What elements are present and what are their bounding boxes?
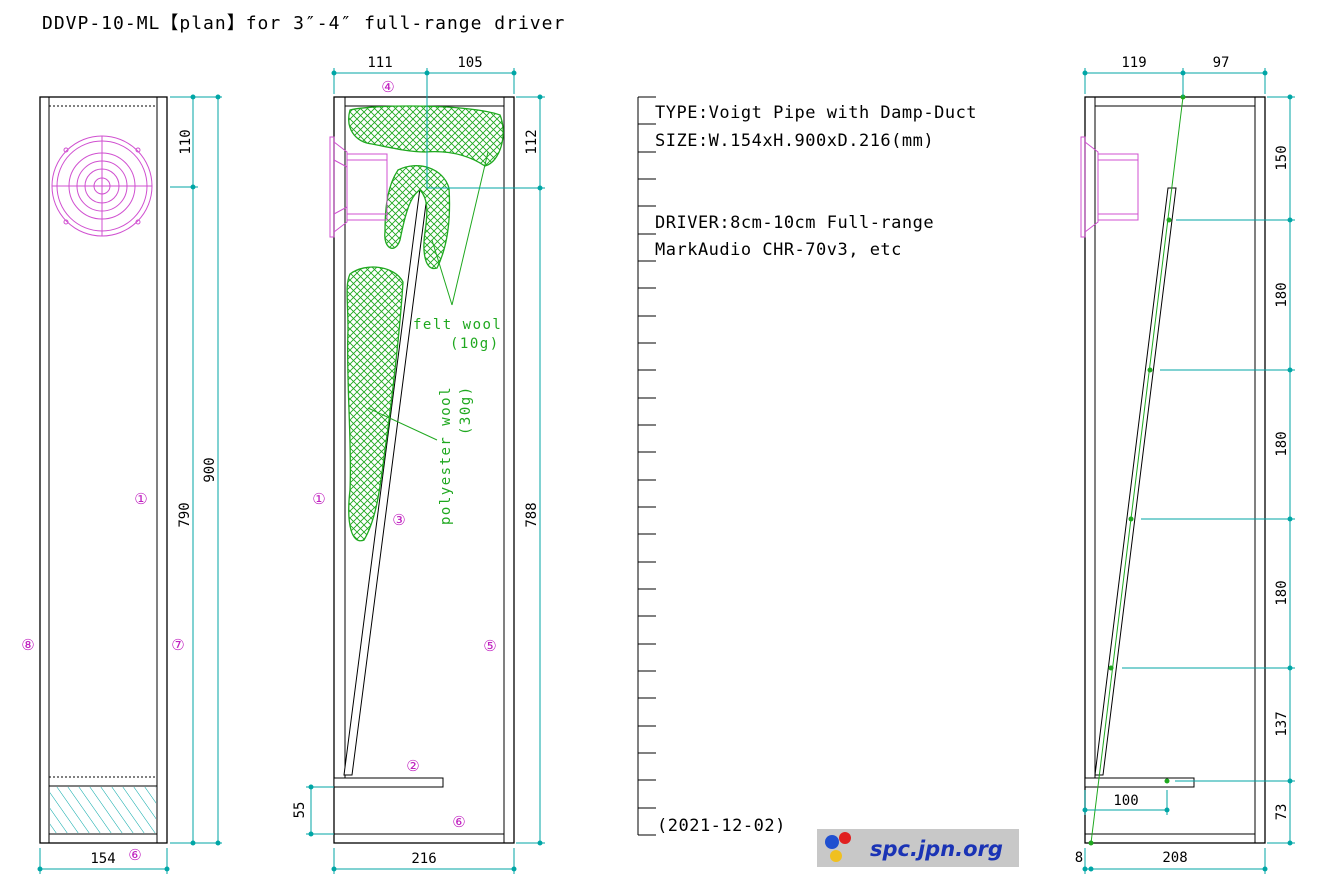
duct-shelf-board [1084,777,1195,788]
front-part-7: ⑦ [171,636,184,654]
front-driver-icon [51,135,153,237]
duct-centerline-points [1088,94,1186,846]
side-dim-111: 111 [367,55,392,71]
front-dim-154: 154 [90,851,115,867]
duct-dim-180-b: 180 [1274,431,1290,456]
front-dimension-lines [37,94,222,874]
spec-driver-model: MarkAudio CHR-70v3, etc [655,240,902,260]
duct-dim-8: 8 [1075,850,1083,866]
side-dim-788: 788 [524,502,540,527]
side-dim-105: 105 [457,55,482,71]
duct-dimension-lines [1082,68,1295,874]
side-part-2: ② [406,757,419,775]
side-part-6: ⑥ [452,813,465,831]
duct-dim-97: 97 [1213,55,1230,71]
side-driver-icon [329,136,388,238]
front-dim-900: 900 [202,457,218,482]
drawing-date: (2021-12-02) [657,816,786,836]
front-part-8: ⑧ [21,636,34,654]
logo-background [817,829,1019,867]
front-part-1: ① [134,490,147,508]
duct-dim-208: 208 [1162,850,1187,866]
polyester-wool [346,266,404,542]
front-outline [39,96,168,844]
spec-driver: DRIVER:8cm-10cm Full-range [655,213,934,233]
side-part-4: ④ [381,78,394,96]
felt-wool-top [348,105,504,167]
annotation-leader-lines [367,151,489,441]
site-logo: spc.jpn.org [817,829,1019,867]
front-view: 110 790 900 154 ① ⑥ ⑦ ⑧ [21,94,222,874]
scale-ticks [638,96,656,836]
duct-view: 119 97 150 180 180 180 137 73 100 8 208 [1075,55,1295,874]
side-dim-55: 55 [292,802,308,819]
logo-mark-p [839,832,851,844]
duct-dim-180-a: 180 [1274,282,1290,307]
logo-mark-s [825,835,839,849]
felt-wool-label: felt wool [413,317,502,333]
side-part-1: ① [312,490,325,508]
side-dim-216: 216 [411,851,436,867]
drawing-title: DDVP-10-ML【plan】for 3″-4″ full-range dri… [42,13,565,34]
duct-outline [1084,96,1266,844]
duct-centerline [1090,96,1184,844]
polyester-wool-label: polyester wool [438,386,454,525]
logo-text: spc.jpn.org [870,837,1003,861]
front-port-opening [50,787,156,833]
front-dim-110: 110 [178,129,194,154]
duct-dim-100: 100 [1113,793,1138,809]
duct-dim-180-c: 180 [1274,580,1290,605]
side-dimension-lines [306,68,545,874]
felt-wool-weight: (10g) [450,336,500,352]
duct-dim-150: 150 [1274,145,1290,170]
spec-size: SIZE:W.154xH.900xD.216(mm) [655,131,934,151]
front-dim-790: 790 [177,502,193,527]
duct-dim-137: 137 [1274,711,1290,736]
side-dim-112: 112 [524,129,540,154]
duct-dim-119: 119 [1121,55,1146,71]
side-shelf-board [333,777,444,788]
spec-type: TYPE:Voigt Pipe with Damp-Duct [655,103,977,123]
side-part-3: ③ [392,511,405,529]
side-view: 111 105 112 788 55 216 ① ② ③ ④ ⑤ ⑥ felt … [292,55,545,874]
side-part-5: ⑤ [483,637,496,655]
duct-driver-icon [1080,136,1139,238]
spec-panel: TYPE:Voigt Pipe with Damp-Duct SIZE:W.15… [637,96,977,836]
side-outline [333,96,515,844]
logo-mark-c [830,850,842,862]
front-part-6: ⑥ [128,846,141,864]
polyester-wool-weight: (30g) [458,385,474,435]
duct-dim-73: 73 [1274,804,1290,821]
